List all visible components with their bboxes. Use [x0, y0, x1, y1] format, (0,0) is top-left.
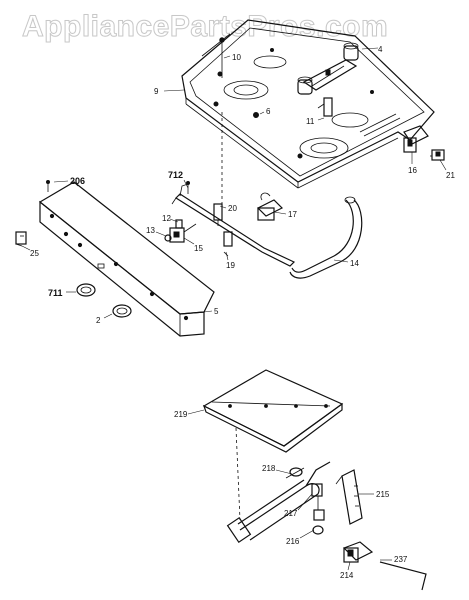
bracket-part-11: [317, 97, 333, 117]
label-part-17[interactable]: 17: [288, 210, 297, 219]
shield-part-219: [202, 369, 344, 453]
label-part-12[interactable]: 12: [162, 214, 171, 223]
nut-part-216: [312, 525, 324, 535]
screw-part-6: [253, 112, 259, 118]
ignitor-block-part-17: [256, 192, 284, 221]
gas-manifold-pipe: [171, 183, 296, 267]
screw-part-712: [186, 181, 190, 194]
leader-lines: [21, 47, 447, 571]
label-part-13[interactable]: 13: [146, 226, 155, 235]
label-part-214[interactable]: 214: [340, 571, 354, 580]
label-part-10[interactable]: 10: [232, 53, 241, 62]
top-burner-valve-assembly: [297, 42, 359, 95]
tube-part-14: [289, 196, 363, 279]
watermark-text: AppliancePartsPros.com: [21, 10, 389, 44]
manifold-panel-part-5: [38, 181, 215, 337]
clip-part-25: [15, 231, 27, 247]
grommet-part-711: [76, 283, 96, 297]
wire-part-237: [379, 561, 427, 591]
tube-part-217: [305, 461, 331, 521]
label-part-217[interactable]: 217: [284, 509, 298, 518]
label-part-219[interactable]: 219: [174, 410, 188, 419]
switch-part-21: [430, 149, 445, 161]
valve-part-15: [169, 223, 197, 243]
label-part-712[interactable]: 712: [168, 170, 183, 180]
label-part-6[interactable]: 6: [266, 107, 271, 116]
bracket-part-215: [335, 469, 363, 525]
label-part-5[interactable]: 5: [214, 307, 219, 316]
alignment-line: [221, 112, 241, 521]
label-part-9[interactable]: 9: [154, 87, 159, 96]
switch-part-16: [403, 125, 429, 153]
oven-burner-part-218: [226, 467, 320, 544]
screw-part-10: [219, 37, 225, 78]
label-part-216[interactable]: 216: [286, 537, 300, 546]
burner-box-panel: [181, 19, 435, 189]
label-part-215[interactable]: 215: [376, 490, 390, 499]
label-part-2[interactable]: 2: [96, 316, 101, 325]
part-labels: 4 9 10 6 11 16 21 206 25 711 2 5 712 12 …: [30, 45, 455, 580]
label-part-20[interactable]: 20: [228, 204, 237, 213]
label-part-206[interactable]: 206: [70, 176, 85, 186]
label-part-237[interactable]: 237: [394, 555, 408, 564]
grommet-part-2: [112, 304, 132, 318]
bracket-part-19: [223, 231, 233, 257]
label-part-19[interactable]: 19: [226, 261, 235, 270]
label-part-14[interactable]: 14: [350, 259, 359, 268]
label-part-4[interactable]: 4: [378, 45, 383, 54]
label-part-15[interactable]: 15: [194, 244, 203, 253]
orifice-part-12: [175, 219, 183, 229]
screw-part-206: [46, 180, 50, 192]
label-part-711[interactable]: 711: [48, 288, 63, 298]
label-part-16[interactable]: 16: [408, 166, 417, 175]
ignitor-base-part-214: [342, 541, 374, 563]
label-part-25[interactable]: 25: [30, 249, 39, 258]
label-part-218[interactable]: 218: [262, 464, 276, 473]
label-part-21[interactable]: 21: [446, 171, 455, 180]
washer-part-13: [164, 234, 172, 242]
label-part-11[interactable]: 11: [306, 117, 315, 126]
fitting-part-20: [213, 203, 223, 226]
